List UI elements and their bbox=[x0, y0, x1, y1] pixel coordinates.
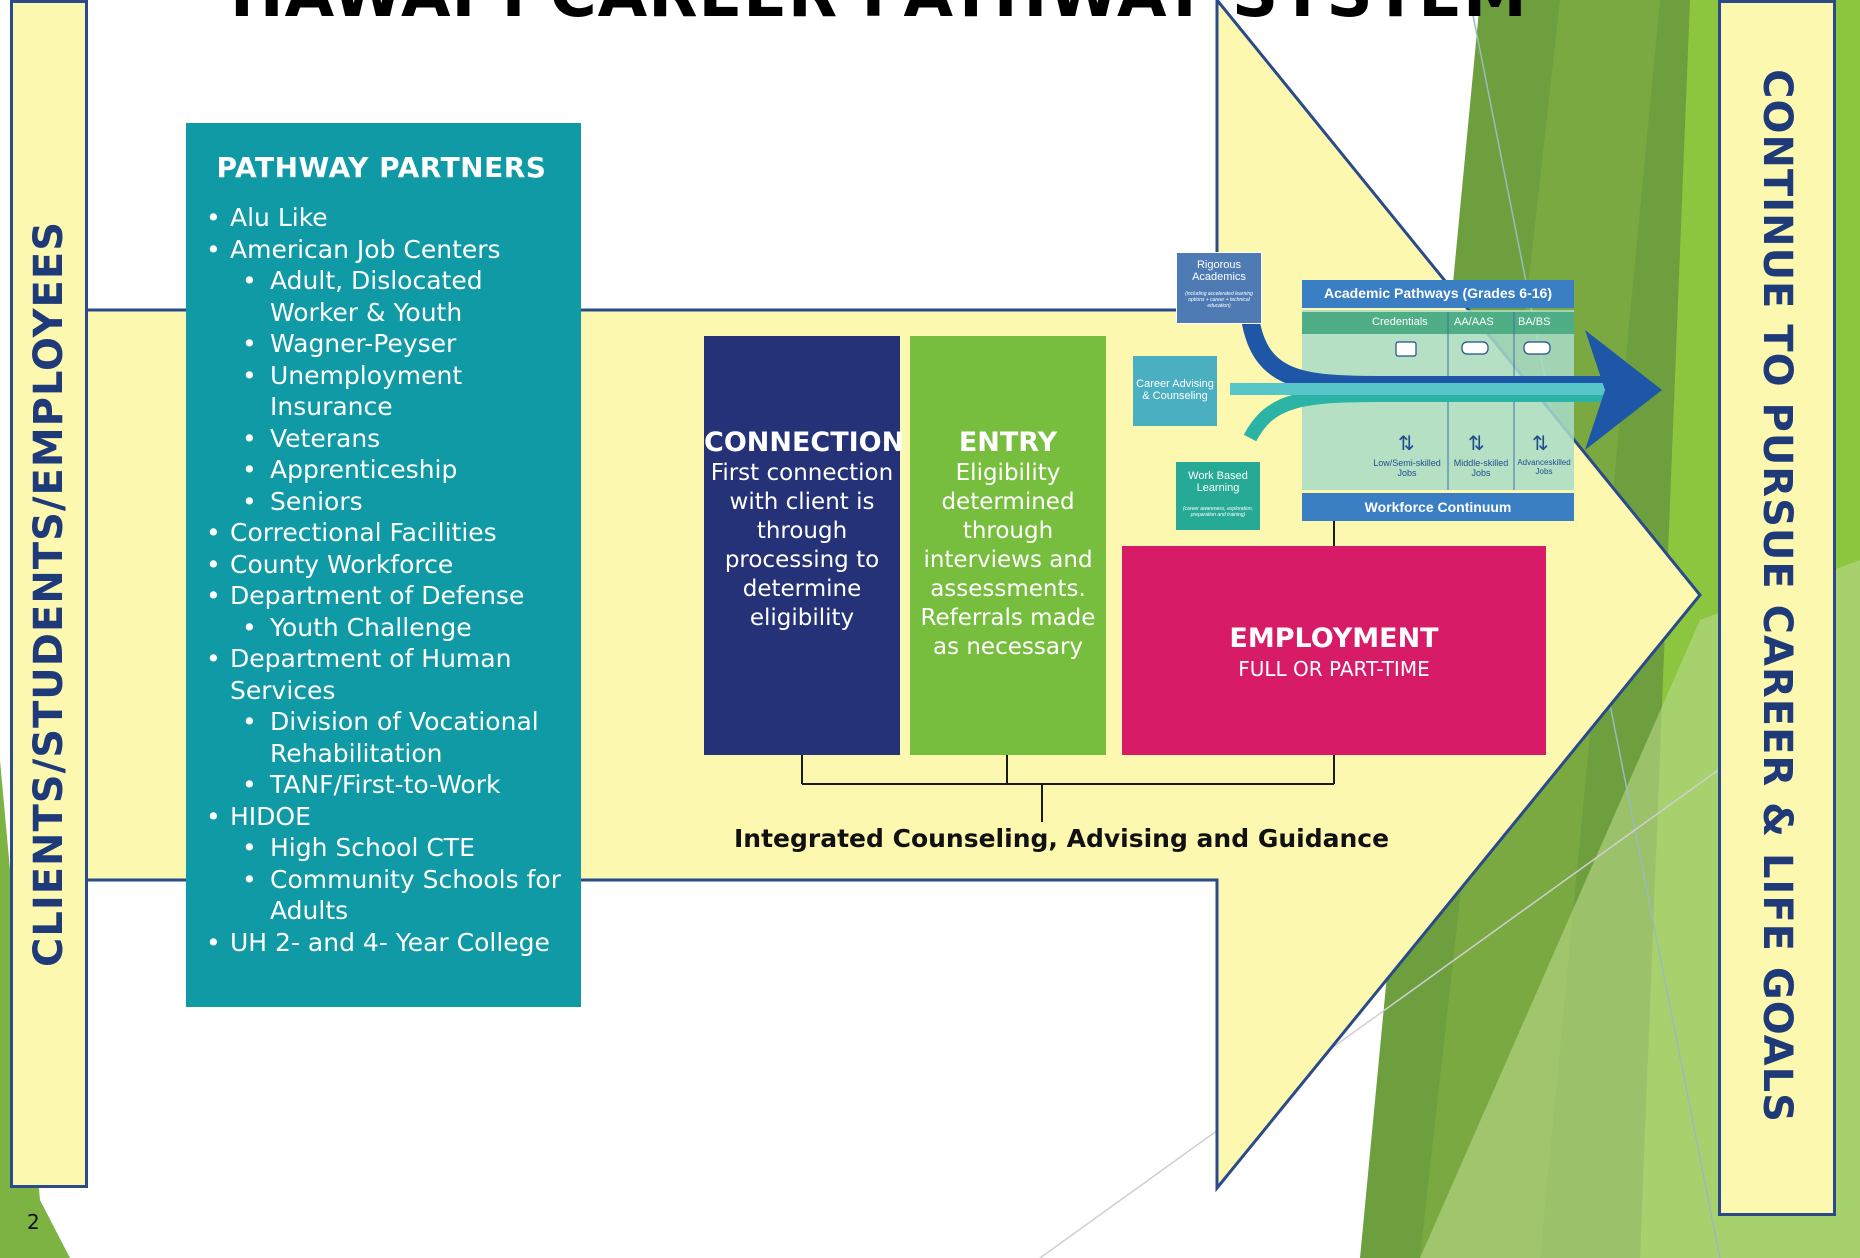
slide-number: 2 bbox=[27, 1210, 40, 1234]
diploma-icon bbox=[1523, 341, 1551, 355]
partner-item: Apprenticeship bbox=[202, 454, 561, 486]
low-jobs-label: Low/Semi-skilled Jobs bbox=[1373, 458, 1441, 478]
partner-item: Wagner-Peyser bbox=[202, 328, 561, 360]
page-title: HAWAI’I CAREER PATHWAY SYSTEM bbox=[230, 0, 1528, 32]
pathway-partners-panel: PATHWAY PARTNERS Alu LikeAmerican Job Ce… bbox=[186, 123, 581, 1007]
partner-item: Youth Challenge bbox=[202, 612, 561, 644]
partner-item: Division of Vocational Rehabilitation bbox=[202, 706, 561, 769]
partner-item: Correctional Facilities bbox=[202, 517, 561, 549]
job-arrows-icon: ⇅ bbox=[1398, 431, 1415, 455]
workforce-bar: Workforce Continuum bbox=[1302, 493, 1574, 521]
connection-box: CONNECTION First connection with client … bbox=[704, 336, 905, 755]
partner-item: High School CTE bbox=[202, 832, 561, 864]
credential-icons bbox=[1395, 341, 1551, 357]
partner-item: Department of Human Services bbox=[202, 643, 561, 706]
partner-item: UH 2- and 4- Year College bbox=[202, 927, 561, 959]
career-advising-box: Career Advising & Counseling bbox=[1133, 356, 1217, 426]
certificate-icon bbox=[1395, 341, 1417, 357]
rigorous-academics-box: Rigorous Academics (including accelerate… bbox=[1176, 252, 1262, 324]
rigorous-sub: (including accelerated learning options … bbox=[1185, 291, 1253, 309]
diploma-icon bbox=[1461, 341, 1489, 355]
job-arrow-icons: ⇅ ⇅ ⇅ bbox=[1398, 431, 1549, 455]
connection-body: First connection with client is through … bbox=[710, 460, 894, 631]
work-based-box: Work Based Learning (career awareness, e… bbox=[1176, 462, 1260, 530]
partner-item: Community Schools for Adults bbox=[202, 864, 561, 927]
job-arrows-icon: ⇅ bbox=[1468, 431, 1485, 455]
academics-flow-arrow bbox=[1241, 316, 1640, 394]
decorative-line bbox=[1039, 739, 1761, 1258]
flow-arrowhead bbox=[1585, 330, 1662, 450]
middle-jobs-label: Middle-skilled Jobs bbox=[1453, 458, 1509, 478]
credential-row: Credentials AA/AAS BA/BS bbox=[1302, 312, 1574, 334]
partner-item: Seniors bbox=[202, 486, 561, 518]
entry-title: ENTRY bbox=[958, 427, 1058, 458]
partner-item: Unemployment Insurance bbox=[202, 360, 561, 423]
partner-item: Department of Defense bbox=[202, 580, 561, 612]
job-arrows-icon: ⇅ bbox=[1532, 431, 1549, 455]
partner-item: Alu Like bbox=[202, 202, 561, 234]
employment-title: EMPLOYMENT bbox=[1229, 623, 1439, 654]
academic-header-label: Academic Pathways (Grades 6-16) bbox=[1324, 285, 1552, 301]
goals-bar bbox=[1718, 0, 1836, 1216]
work-learning-flow-arrow bbox=[1243, 388, 1640, 442]
workforce-label: Workforce Continuum bbox=[1364, 499, 1512, 515]
connection-title: CONNECTION bbox=[704, 427, 905, 458]
partner-item: County Workforce bbox=[202, 549, 561, 581]
partner-item: Veterans bbox=[202, 423, 561, 455]
work-based-sub: (career awareness, exploration, preparat… bbox=[1182, 506, 1254, 518]
partner-item: Adult, Dislocated Worker & Youth bbox=[202, 265, 561, 328]
partner-item: TANF/First-to-Work bbox=[202, 769, 561, 801]
career-advising-label: Career Advising & Counseling bbox=[1136, 378, 1214, 402]
ba-label: BA/BS bbox=[1518, 316, 1551, 328]
counseling-label: Integrated Counseling, Advising and Guid… bbox=[734, 824, 1390, 853]
aa-label: AA/AAS bbox=[1454, 316, 1494, 328]
advanced-jobs-label: Advanceskilled Jobs bbox=[1517, 458, 1571, 476]
work-based-title: Work Based Learning bbox=[1188, 470, 1248, 494]
partners-list: Alu LikeAmerican Job CentersAdult, Dislo… bbox=[202, 202, 561, 958]
credentials-label: Credentials bbox=[1372, 316, 1428, 328]
academic-header: Academic Pathways (Grades 6-16) bbox=[1302, 280, 1574, 308]
entry-box: ENTRY Eligibility determined through int… bbox=[910, 336, 1106, 755]
employment-body: FULL OR PART-TIME bbox=[1238, 657, 1430, 681]
partners-heading: PATHWAY PARTNERS bbox=[216, 151, 547, 184]
employment-box: EMPLOYMENT FULL OR PART-TIME bbox=[1122, 546, 1546, 755]
partner-item: HIDOE bbox=[202, 801, 561, 833]
clients-bar bbox=[10, 0, 88, 1188]
advising-flow-band bbox=[1230, 383, 1640, 395]
partner-item: American Job Centers bbox=[202, 234, 561, 266]
rigorous-title: Rigorous Academics bbox=[1192, 259, 1246, 283]
entry-body: Eligibility determined through interview… bbox=[920, 460, 1096, 660]
